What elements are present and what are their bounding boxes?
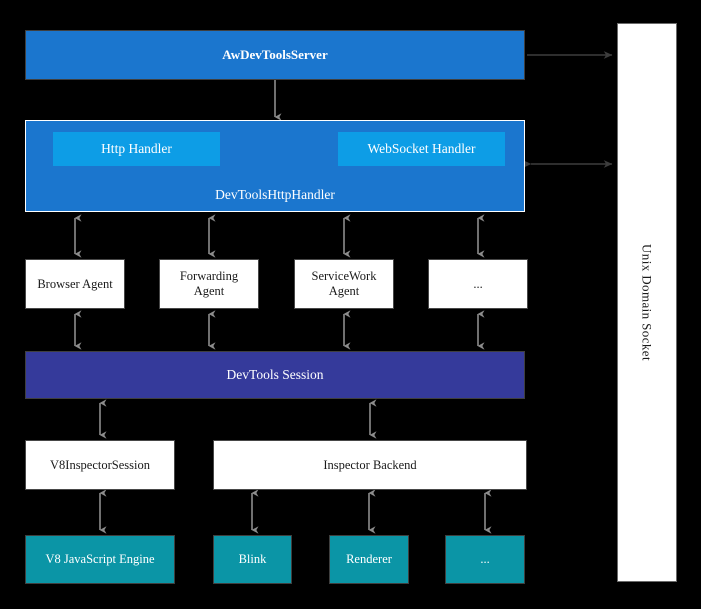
node-v8-javascript-engine-label: V8 JavaScript Engine — [45, 552, 155, 567]
node-v8inspectorsession[interactable]: V8InspectorSession — [25, 440, 175, 490]
node-blink-label: Blink — [238, 552, 267, 567]
node-v8inspectorsession-label: V8InspectorSession — [50, 457, 150, 472]
node-unix-domain-socket-label: Unix Domain Socket — [639, 244, 655, 361]
node-renderer-label: Renderer — [346, 552, 392, 567]
node-v8-javascript-engine[interactable]: V8 JavaScript Engine — [25, 535, 175, 584]
node-http-handler-label: Http Handler — [101, 141, 172, 157]
node-devtoolshttphandler[interactable]: Http Handler WebSocket Handler DevToolsH… — [25, 120, 525, 212]
node-browser-agent[interactable]: Browser Agent — [25, 259, 125, 309]
node-devtoolshttphandler-label: DevToolsHttpHandler — [215, 187, 335, 203]
node-blink[interactable]: Blink — [213, 535, 292, 584]
node-devtools-session-label: DevTools Session — [226, 367, 324, 383]
node-awdevtoolsserver[interactable]: AwDevToolsServer — [25, 30, 525, 80]
node-agent-more-label: ... — [473, 276, 483, 291]
node-inspector-backend[interactable]: Inspector Backend — [213, 440, 527, 490]
node-browser-agent-label: Browser Agent — [37, 276, 113, 291]
node-unix-domain-socket[interactable]: Unix Domain Socket — [617, 23, 677, 582]
node-engine-more-label: ... — [480, 552, 490, 567]
node-agent-more[interactable]: ... — [428, 259, 528, 309]
node-servicework-agent-label: ServiceWork Agent — [311, 269, 377, 298]
node-renderer[interactable]: Renderer — [329, 535, 409, 584]
node-devtools-session[interactable]: DevTools Session — [25, 351, 525, 399]
node-engine-more[interactable]: ... — [445, 535, 525, 584]
node-websocket-handler-label: WebSocket Handler — [367, 141, 476, 157]
node-websocket-handler[interactable]: WebSocket Handler — [338, 132, 505, 166]
node-forwarding-agent-label: Forwarding Agent — [179, 269, 239, 298]
node-awdevtoolsserver-label: AwDevToolsServer — [222, 47, 328, 63]
node-servicework-agent[interactable]: ServiceWork Agent — [294, 259, 394, 309]
node-inspector-backend-label: Inspector Backend — [323, 457, 417, 472]
node-http-handler[interactable]: Http Handler — [53, 132, 220, 166]
node-forwarding-agent[interactable]: Forwarding Agent — [159, 259, 259, 309]
